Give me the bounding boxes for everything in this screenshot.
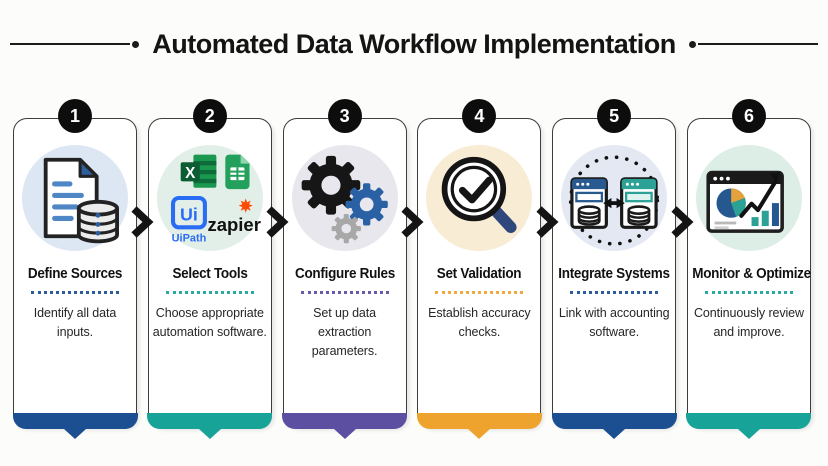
step-accent-bar — [282, 412, 408, 429]
zapier-logo-icon: zapier — [207, 198, 261, 235]
google-sheets-logo-icon — [225, 154, 250, 190]
step-title: Configure Rules — [294, 266, 395, 282]
header-dot-left — [132, 40, 140, 48]
bar-chart-icon — [751, 203, 779, 227]
step-accent-bar — [551, 412, 677, 429]
header-rule-left — [10, 43, 131, 45]
step-icon-circle — [695, 145, 802, 251]
right-system-window-icon — [620, 177, 658, 229]
document-database-icon — [43, 157, 119, 244]
step-card-monitor-optimize: 6 — [686, 99, 812, 429]
step-description: Choose appropriate automation software. — [152, 306, 267, 339]
svg-text:Ui: Ui — [180, 204, 198, 224]
step-description: Link with accounting software. — [558, 306, 670, 339]
page-title: Automated Data Workflow Implementation — [152, 28, 676, 59]
svg-text:UiPath: UiPath — [171, 232, 206, 244]
step-accent-bar — [12, 412, 138, 429]
step-icon-circle: X Ui UiPath — [156, 145, 263, 251]
flow-chevron-icon — [401, 206, 424, 238]
step-description: Set up data extraction parameters. — [311, 306, 378, 358]
step-divider — [704, 291, 793, 294]
step-number-badge: 6 — [731, 99, 766, 133]
step-number-badge: 1 — [58, 99, 92, 133]
step-divider — [165, 291, 254, 294]
step-card-configure-rules: 3 — [282, 99, 408, 429]
step-card-define-sources: 1 — [12, 99, 138, 429]
step-divider — [31, 291, 119, 294]
step-number-badge: 2 — [192, 99, 227, 133]
gears-icon — [301, 155, 388, 244]
header-dot-right — [688, 40, 696, 48]
step-icon-circle — [22, 145, 128, 251]
step-description: Establish accuracy checks. — [428, 306, 531, 339]
excel-logo-icon: X — [180, 154, 217, 188]
header: Automated Data Workflow Implementation — [0, 26, 828, 62]
sync-arrow-icon — [603, 198, 626, 209]
flow-chevron-icon — [671, 206, 694, 238]
step-number-badge: 5 — [597, 99, 632, 133]
automation-tool-logos-icon: X Ui UiPath — [170, 154, 261, 244]
step-number-badge: 3 — [327, 99, 362, 133]
svg-text:zapier: zapier — [207, 214, 260, 235]
step-accent-bar — [416, 412, 542, 429]
trend-arrow-icon — [739, 171, 781, 218]
step-description: Continuously review and improve. — [694, 306, 804, 339]
systems-sync-icon — [569, 155, 660, 246]
flow-chevron-icon — [131, 206, 154, 238]
flow-chevron-icon — [266, 206, 289, 238]
step-icon-circle — [291, 145, 398, 251]
svg-text:X: X — [185, 165, 196, 182]
step-number-badge: 4 — [462, 99, 497, 133]
left-system-window-icon — [570, 177, 609, 229]
header-rule-right — [697, 43, 819, 45]
uipath-logo-icon: Ui UiPath — [170, 195, 207, 244]
step-title: Set Validation — [437, 266, 522, 282]
step-title: Define Sources — [27, 266, 123, 282]
step-description: Identify all data inputs. — [33, 306, 117, 339]
step-divider — [300, 291, 389, 294]
step-icon-circle — [426, 145, 533, 251]
step-title: Select Tools — [172, 266, 248, 282]
step-accent-bar — [147, 412, 273, 429]
dashboard-trend-icon — [706, 170, 784, 233]
steps-row: 1 — [12, 99, 812, 429]
step-card-set-validation: 4 Set Validation Establish accuracy chec… — [416, 99, 542, 429]
step-title: Monitor & Optimize — [692, 266, 811, 282]
magnifier-check-icon — [442, 156, 518, 234]
step-divider — [570, 291, 659, 294]
flow-chevron-icon — [536, 206, 559, 238]
step-card-select-tools: 2 X — [147, 99, 273, 429]
step-divider — [435, 291, 524, 294]
step-icon-circle — [561, 145, 668, 251]
step-title: Integrate Systems — [558, 266, 670, 282]
step-accent-bar — [686, 412, 812, 429]
step-card-integrate-systems: 5 — [551, 99, 677, 429]
